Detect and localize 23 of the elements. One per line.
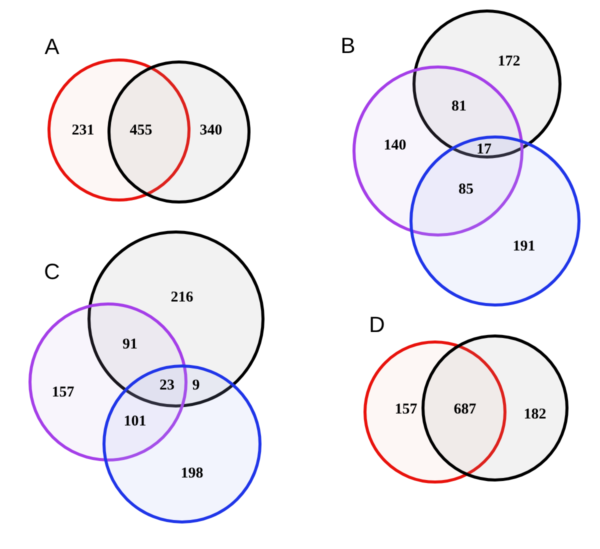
panel-letter: B — [340, 35, 356, 57]
panel-letter: C — [44, 261, 60, 283]
region-count: 182 — [524, 408, 546, 422]
region-count: 81 — [452, 100, 466, 114]
region-count: 157 — [52, 386, 74, 400]
region-count: 23 — [160, 378, 174, 394]
region-count: 17 — [476, 142, 492, 158]
region-count: 455 — [130, 124, 152, 138]
region-count: 85 — [458, 182, 474, 198]
region-count: 687 — [454, 402, 476, 418]
region-count: 191 — [512, 240, 536, 254]
region-count: 91 — [122, 338, 138, 352]
panel-letter: D — [369, 314, 385, 336]
region-count: 231 — [72, 124, 94, 138]
panel-letter: A — [44, 36, 60, 58]
region-count: 340 — [200, 124, 222, 138]
region-count: 101 — [124, 414, 146, 430]
region-count: 216 — [170, 290, 194, 306]
region-count: 198 — [180, 466, 204, 482]
region-count: 9 — [192, 378, 200, 394]
region-count: 172 — [498, 54, 520, 70]
region-count: 140 — [384, 138, 406, 154]
region-count: 157 — [394, 402, 418, 418]
